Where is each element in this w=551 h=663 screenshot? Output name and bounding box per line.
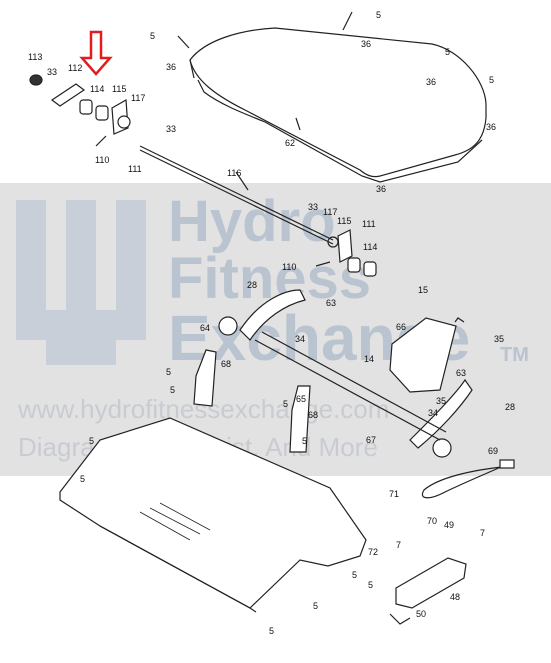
incline-motor [389,317,457,393]
crossbar-65 [254,331,447,441]
callout-label: 111 [362,219,376,229]
callout-label: 117 [323,207,338,217]
callout-label: 5 [150,31,156,41]
callout-label: 34 [295,334,306,344]
callout-label: 112 [68,63,83,73]
callout-label: 5 [89,436,95,446]
callout-label: 111 [128,164,142,174]
callout-label: 5 [170,385,176,395]
callout-label: 115 [112,84,127,94]
callout-label: 114 [363,242,378,252]
bracket-48 [395,557,467,609]
callout-label: 110 [95,155,110,165]
callout-label: 49 [444,520,455,530]
callout-label: 33 [166,124,177,134]
watermark-trademark: TM [500,344,529,366]
callout-label: 28 [247,280,258,290]
callout-label: 68 [221,359,232,369]
callout-label: 36 [166,62,177,72]
motor-hood [189,27,487,178]
watermark-line-2: Fitness [168,246,372,311]
callout-label: 34 [428,408,439,418]
base-shroud [59,417,367,609]
callout-label: 5 [80,474,86,484]
callout-label: 65 [296,394,307,404]
callout-label: 50 [416,609,427,619]
callout-label: 36 [376,184,387,194]
callout-label: 70 [427,516,438,526]
callout-label: 69 [488,446,499,456]
callout-label: 63 [326,298,337,308]
callout-label: 72 [368,547,379,557]
callout-label: 7 [480,528,486,538]
callout-label: 66 [396,322,407,332]
callout-label: 5 [376,10,382,20]
callout-label: 110 [282,262,297,272]
callout-label: 5 [445,47,451,57]
callout-label: 48 [450,592,461,602]
watermark-line-1: Hydro [168,189,336,254]
callout-label: 5 [352,570,358,580]
callout-label: 5 [368,580,374,590]
part-112 [50,83,86,107]
axle-116 [139,145,334,245]
callout-label: 117 [131,93,146,103]
callout-label: 36 [426,77,437,87]
selected-part-arrow [79,30,113,76]
callout-label: 36 [486,122,497,132]
callout-label: 5 [283,399,289,409]
callout-label: 71 [389,489,400,499]
frame-arm-right [409,378,473,449]
frame-arm-left [239,289,306,341]
callout-label: 36 [361,39,372,49]
callout-label: 5 [302,436,308,446]
callout-label: 28 [505,402,516,412]
callout-label: 116 [227,168,242,178]
callout-label: 15 [418,285,429,295]
callout-label: 5 [489,75,495,85]
callout-label: 63 [456,368,467,378]
callout-label: 5 [269,626,275,636]
callout-label: 33 [308,202,319,212]
callout-label: 14 [364,354,375,364]
callout-label: 115 [337,216,352,226]
callout-label: 5 [166,367,172,377]
callout-label: 5 [313,601,319,611]
callout-label: 113 [28,52,43,62]
callout-label: 114 [90,84,105,94]
callout-label: 62 [285,138,296,148]
callout-label: 64 [200,323,211,333]
watermark-logo-icon [16,200,146,365]
callout-label: 35 [494,334,505,344]
callout-label: 67 [366,435,377,445]
callout-label: 7 [396,540,402,550]
callout-label: 33 [47,67,58,77]
callout-label: 35 [436,396,447,406]
callout-label: 68 [308,410,319,420]
